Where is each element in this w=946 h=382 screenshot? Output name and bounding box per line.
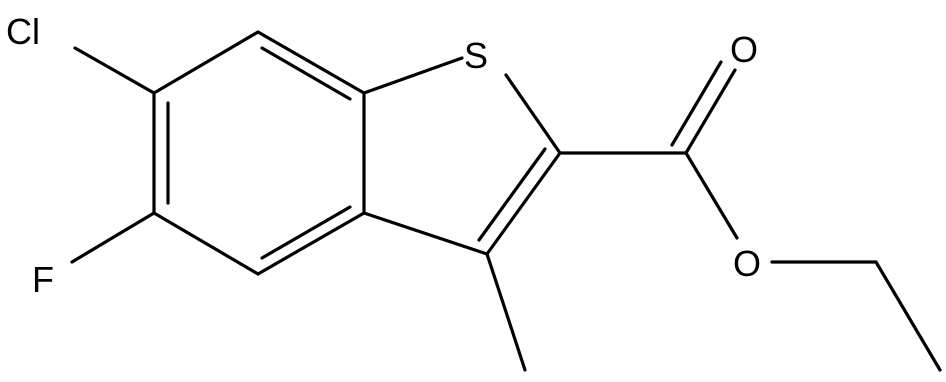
atom-label-o-carbonyl: O bbox=[730, 29, 758, 70]
bond-c-o-ester bbox=[684, 151, 739, 240]
substituents bbox=[70, 46, 942, 372]
atom-label-cl: Cl bbox=[6, 11, 40, 52]
bond-c3-methyl bbox=[485, 252, 527, 372]
bond-c6-cl bbox=[73, 46, 156, 95]
atom-label-f: F bbox=[32, 259, 54, 300]
bond-c2-c3-inner bbox=[477, 147, 547, 242]
bond-c3a-c4 bbox=[256, 211, 366, 276]
thiophene-ring bbox=[362, 56, 562, 256]
atom-label-o-ester: O bbox=[733, 243, 761, 284]
bond-c6-c7 bbox=[152, 30, 260, 95]
bond-c7-c7a bbox=[256, 30, 366, 95]
bond-c7a-s bbox=[362, 56, 464, 95]
bond-carbonyl-inner bbox=[670, 60, 723, 147]
bond-c3a-c4-inner bbox=[260, 205, 352, 260]
bond-ch2-ch3 bbox=[874, 260, 942, 372]
bond-s-c2 bbox=[504, 73, 562, 155]
bond-carbonyl-outer bbox=[684, 68, 737, 155]
bond-c3-c3a bbox=[362, 211, 489, 256]
benzene-ring bbox=[152, 30, 366, 276]
bond-c5-f bbox=[70, 211, 156, 264]
bond-c2-c3 bbox=[485, 151, 562, 256]
atom-label-s: S bbox=[464, 35, 488, 76]
bond-c4-c5 bbox=[152, 211, 260, 276]
bond-c7-c7a-inner bbox=[260, 46, 352, 101]
